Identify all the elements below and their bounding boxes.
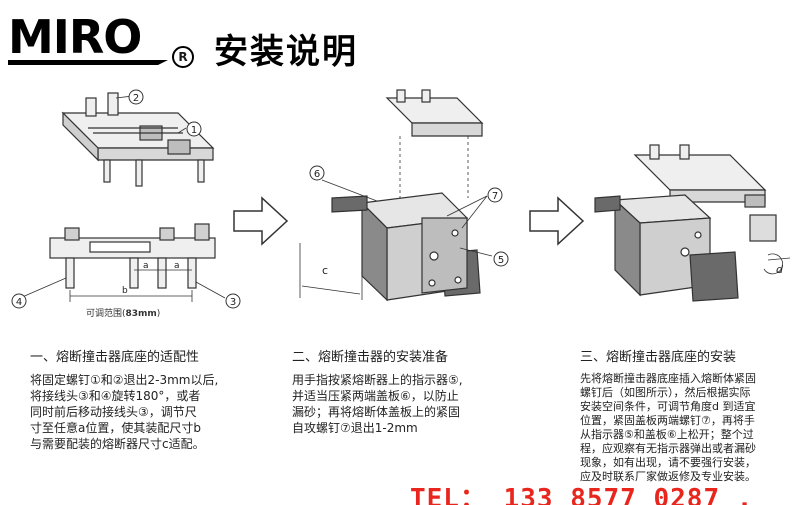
section-2-line: 漏砂；再将熔断体盖板上的紧固 [292, 405, 461, 419]
section-3-body: 先将熔断撞击器底座插入熔断体紧固 螺钉后（如图所示），然后根据实际 安装空间条件… [580, 372, 756, 484]
section-1-line: 同时前后移动接线头③，调节尺 [30, 405, 197, 419]
dim-a-label: a [143, 261, 149, 271]
svg-text:4: 4 [16, 297, 22, 308]
logo-underline [8, 60, 168, 65]
section-1-title: 一、熔断撞击器底座的适配性 [30, 350, 200, 365]
svg-text:3: 3 [230, 297, 236, 308]
section-2-line: 用手指按紧熔断器上的指示器⑤, [292, 373, 463, 387]
section-2-line: 并适当压紧两端盖板⑥，以防止 [292, 389, 459, 403]
callout-1-icon: 1 [186, 121, 202, 137]
callout-6-icon: 6 [309, 165, 325, 181]
dim-d-label: d [776, 263, 784, 276]
dim-a-label-2: a [174, 261, 180, 271]
range-caption: 可调范围(83mm) [86, 309, 161, 319]
section-3-line: 应及时联系厂家做返修及专业安装。 [580, 470, 756, 483]
step-arrow-1-icon [233, 196, 289, 246]
section-3-line: 位置，紧固盖板两端螺钉⑦，再将手 [580, 414, 755, 427]
fuse-preparation-diagram: c [299, 89, 493, 302]
callout-4-icon: 4 [11, 293, 27, 309]
callout-2-icon: 2 [128, 89, 144, 105]
section-1-line: 将接线头③和④旋转180°，或者 [30, 389, 201, 403]
dim-c-label: c [322, 264, 328, 277]
section-3-line: 螺钉后（如图所示），然后根据实际 [580, 386, 751, 399]
registered-mark-icon: R [172, 46, 194, 68]
page-title: 安装说明 [214, 32, 358, 72]
section-1-line: 寸至任意a位置，使其装配尺寸b [30, 421, 201, 435]
section-3-line: 安装空间条件，可调节角度d 到适宜 [580, 400, 756, 413]
section-3-line: 现象，如有出现，请不要强行安装， [580, 456, 756, 469]
svg-text:1: 1 [191, 125, 197, 136]
section-3-title: 三、熔断撞击器底座的安装 [580, 350, 737, 365]
dim-b-label: b [122, 286, 128, 296]
section-2-title: 二、熔断撞击器的安装准备 [292, 350, 449, 365]
assembled-fuse-diagram: d [594, 144, 791, 302]
section-1-line: 与需要配装的熔断器尺寸c适配。 [30, 437, 205, 451]
svg-text:6: 6 [314, 169, 320, 180]
contact-phone: TEL： 133 8577 0287 . [410, 484, 754, 505]
section-3-line: 先将熔断撞击器底座插入熔断体紧固 [580, 372, 756, 385]
section-3-line: 从指示器⑤和盖板⑥上松开；整个过 [580, 428, 754, 441]
callout-7-icon: 7 [487, 187, 503, 203]
svg-text:7: 7 [492, 191, 498, 202]
callout-3-icon: 3 [225, 293, 241, 309]
callout-5-icon: 5 [493, 251, 509, 267]
step-arrow-2-icon [529, 196, 585, 246]
section-2-body: 用手指按紧熔断器上的指示器⑤, 并适当压紧两端盖板⑥，以防止 漏砂；再将熔断体盖… [292, 372, 463, 436]
section-2-line: 自攻螺钉⑦退出1-2mm [292, 421, 418, 435]
svg-text:2: 2 [133, 93, 139, 104]
section-1-body: 将固定螺钉①和②退出2-3mm以后, 将接线头③和④旋转180°，或者 同时前后… [30, 372, 218, 452]
base-side-diagram: b a a [19, 223, 226, 302]
svg-text:5: 5 [498, 255, 504, 266]
section-1-line: 将固定螺钉①和②退出2-3mm以后, [30, 373, 219, 387]
section-3-line: 程，应观察有无指示器弹出或者漏砂 [580, 442, 756, 455]
brand-logo: MIRO [8, 10, 142, 64]
base-isometric-diagram [61, 92, 215, 187]
